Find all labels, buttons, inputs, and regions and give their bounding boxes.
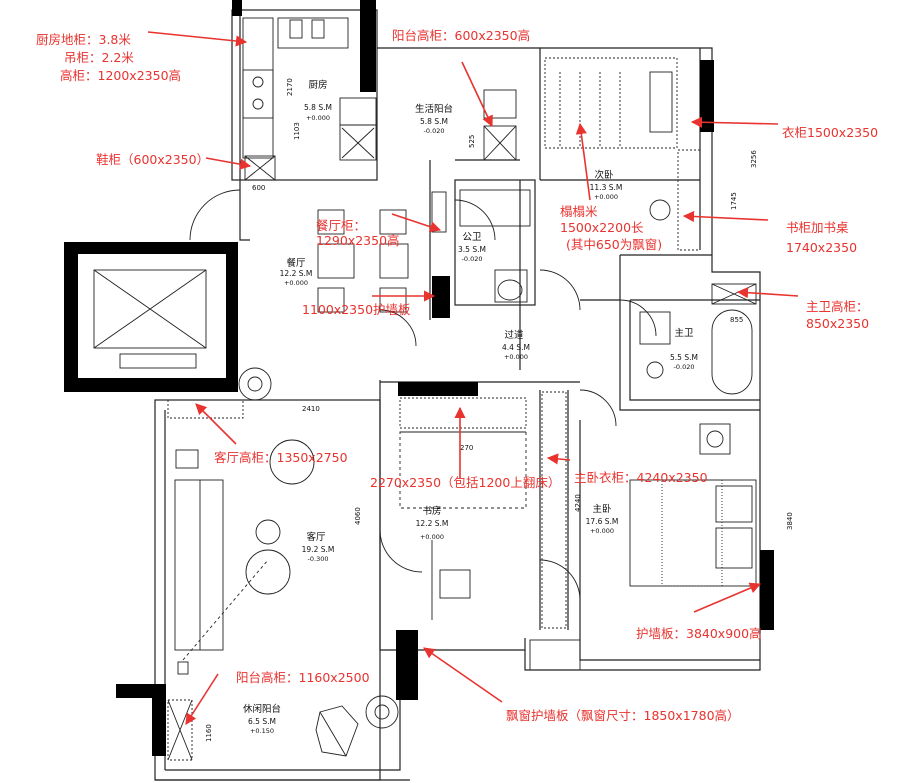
plant-icons [238,367,399,729]
dim-2410: 2410 [302,405,320,413]
note-dining-cabinet-size: 1290x2350高 [316,233,400,248]
note-living-tall-cabinet: 客厅高柜：1350x2750 [214,450,348,465]
room-name-master-bedroom: 主卧 [592,503,612,515]
room-elev-master-bath: -0.020 [674,363,695,371]
dim-1103: 1103 [293,122,301,140]
room-area-service-balcony: 5.8 S.M [420,117,448,126]
dim-600: 600 [252,184,265,192]
note-master-bath-cabinet: 主卫高柜： [806,299,869,314]
room-area-dining: 12.2 S.M [280,269,313,278]
room-elev-living: -0.300 [308,555,329,563]
room-name-master-bath: 主卫 [674,327,694,339]
note-balcony-tall-cabinet: 阳台高柜：600x2350高 [392,28,530,43]
note-kitchen-tall-cabinet: 高柜：1200x2350高 [60,68,181,83]
room-name-public-bath: 公卫 [462,232,482,243]
note-balcony-tall-cabinet-2: 阳台高柜：1160x2500 [236,670,370,685]
note-kitchen-base-cabinet: 厨房地柜：3.8米 [36,32,131,47]
note-dining-cabinet: 餐厅柜： [316,218,366,233]
room-area-public-bath: 3.5 S.M [458,245,486,254]
room-elev-dining: +0.000 [284,279,308,287]
note-bay-window-panel: 飘窗护墙板（飘窗尺寸：1850x1780高） [506,708,740,723]
note-master-bath-cabinet-size: 850x2350 [806,316,869,331]
dim-2170: 2170 [286,78,294,96]
annotations: 厨房地柜：3.8米 吊柜：2.2米 高柜：1200x2350高 鞋柜（600x2… [36,28,878,723]
room-area-corridor: 4.4 S.M [502,343,530,352]
note-desk-cabinet: 书柜加书桌 [786,220,849,235]
note-tatami: 榻榻米 [560,204,598,219]
note-wardrobe: 衣柜1500x2350 [782,125,878,140]
dim-3256: 3256 [750,150,758,168]
note-headboard-panel: 护墙板：3840x900高 [636,626,762,641]
room-elev-kitchen: +0.000 [306,114,330,122]
note-study-cabinet: 2270x2350（包括1200上翻床） [370,475,560,490]
room-name-leisure-balcony: 休闲阳台 [243,703,281,715]
room-area-master-bedroom: 17.6 S.M [586,517,619,526]
dim-525: 525 [468,135,476,148]
room-area-study: 12.2 S.M [416,519,449,528]
note-tatami-bay: (其中650为飘窗) [566,237,662,252]
note-wall-panel: 1100x2350护墙板 [302,302,411,317]
dimensions: 2170 1103 525 600 3256 1745 855 2410 406… [205,78,794,742]
dim-4060: 4060 [354,507,362,525]
note-kitchen-wall-cabinet: 吊柜：2.2米 [64,50,134,65]
room-elev-master-bedroom: +0.000 [590,527,614,535]
dim-1160: 1160 [205,724,213,742]
dim-1745: 1745 [730,192,738,210]
dim-4240: 4240 [574,494,582,512]
room-name-corridor: 过道 [504,329,524,341]
room-area-living: 19.2 S.M [302,545,335,554]
dim-855: 855 [730,316,743,324]
room-name-study: 书房 [422,505,441,517]
room-elev-second-bedroom: +0.000 [594,193,618,201]
room-area-leisure-balcony: 6.5 S.M [248,717,276,726]
dim-3840: 3840 [786,512,794,530]
annotation-arrows [147,31,799,725]
room-name-living: 客厅 [306,531,326,543]
room-name-kitchen: 厨房 [308,79,327,91]
room-labels: 厨房 5.8 S.M +0.000 生活阳台 5.8 S.M -0.020 次卧… [243,79,698,735]
room-area-kitchen: 5.8 S.M [304,103,332,112]
room-name-second-bedroom: 次卧 [594,169,614,181]
solid-walls [64,0,774,756]
room-elev-public-bath: -0.020 [462,255,483,263]
room-elev-service-balcony: -0.020 [424,127,445,135]
dim-270: 270 [460,444,473,452]
room-name-dining: 餐厅 [286,257,306,269]
room-area-second-bedroom: 11.3 S.M [590,183,623,192]
note-master-wardrobe: 主卧衣柜：4240x2350 [574,470,708,485]
room-elev-study: +0.000 [420,533,444,541]
note-tatami-size: 1500x2200长 [560,220,644,235]
room-area-master-bath: 5.5 S.M [670,353,698,362]
room-name-service-balcony: 生活阳台 [415,103,453,115]
room-elev-corridor: +0.000 [504,353,528,361]
room-elev-leisure-balcony: +0.150 [250,727,274,735]
note-desk-size: 1740x2350 [786,240,857,255]
note-shoe-cabinet: 鞋柜（600x2350） [96,152,209,167]
